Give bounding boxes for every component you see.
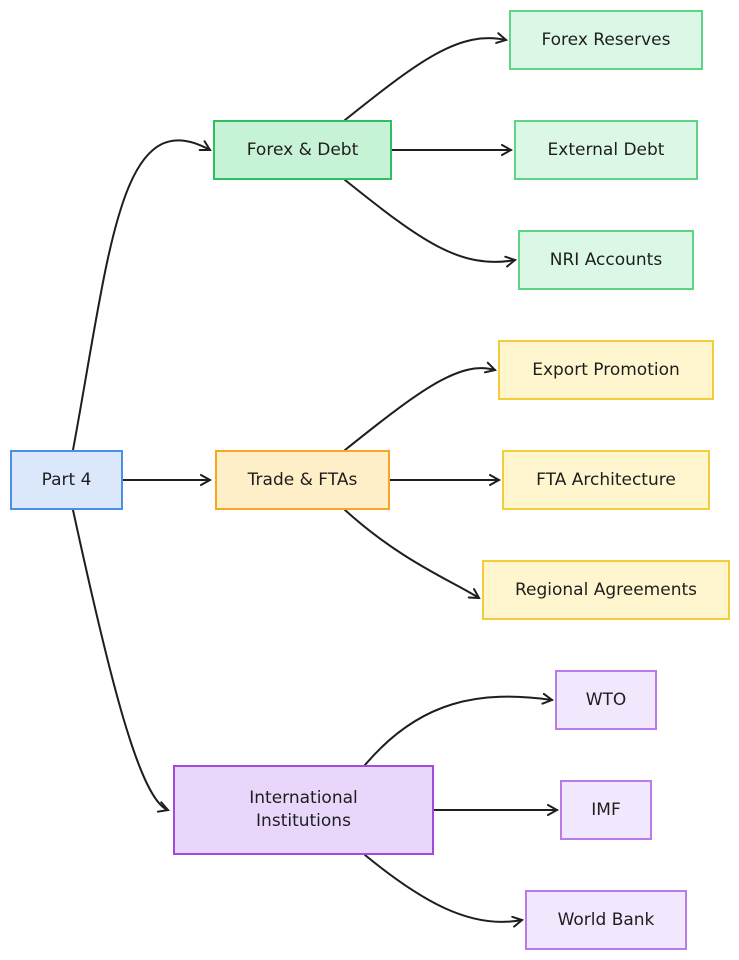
leaf-node-external-debt: External Debt xyxy=(514,120,698,180)
leaf-node-fta-architecture: FTA Architecture xyxy=(502,450,710,510)
leaf-node-nri-accounts: NRI Accounts xyxy=(518,230,694,290)
category-node-trade-ftas: Trade & FTAs xyxy=(215,450,390,510)
edge-inst-wto xyxy=(364,697,552,766)
leaf-node-imf: IMF xyxy=(560,780,652,840)
leaf-node-export-promotion: Export Promotion xyxy=(498,340,714,400)
leaf-node-wto: WTO xyxy=(555,670,657,730)
edge-trade-export xyxy=(344,368,495,451)
edge-forex-nri xyxy=(344,179,515,262)
edge-root-institutions xyxy=(72,509,168,810)
leaf-node-forex-reserves: Forex Reserves xyxy=(509,10,703,70)
edge-forex-reserves xyxy=(344,38,506,121)
leaf-node-regional-agreements: Regional Agreements xyxy=(482,560,730,620)
edge-trade-regional xyxy=(344,509,479,598)
category-node-international-institutions: International Institutions xyxy=(173,765,434,855)
edge-inst-worldbank xyxy=(364,854,522,922)
edge-root-forex xyxy=(72,139,210,451)
root-node-part-4: Part 4 xyxy=(10,450,123,510)
leaf-node-world-bank: World Bank xyxy=(525,890,687,950)
category-node-forex-debt: Forex & Debt xyxy=(213,120,392,180)
